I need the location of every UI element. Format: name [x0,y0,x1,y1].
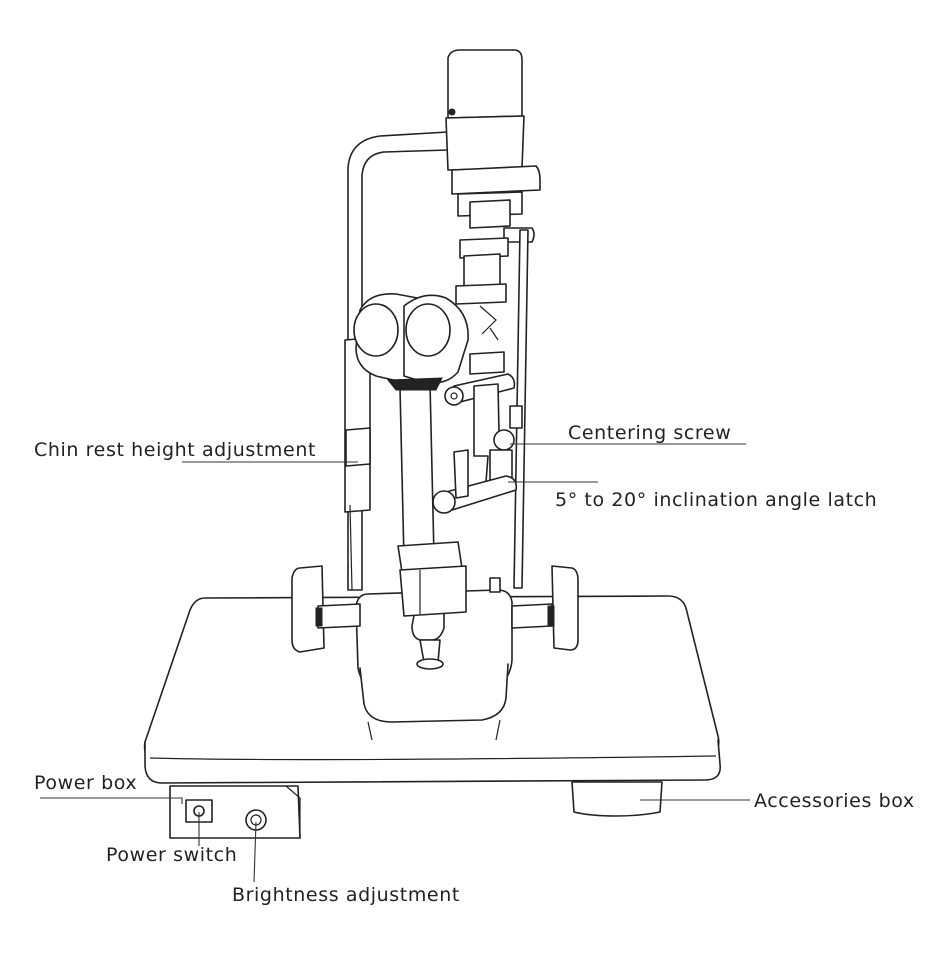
chin-rest-height-adjustment-label: Chin rest height adjustment [34,439,317,461]
leader-brightness [253,821,257,883]
leader-power-box [40,797,183,804]
leader-lines [40,443,750,883]
power-switch-label: Power switch [106,844,238,866]
accessories-box [571,781,663,817]
power-box-label: Power box [34,772,138,794]
chin-rest-frame [344,131,449,591]
illumination-tower [432,49,541,589]
power-box [169,785,301,839]
brightness-adjustment-label: Brightness adjustment [232,884,460,906]
microscope-arm [353,293,469,617]
centering-screw-label: Centering screw [568,422,732,444]
accessories-box-label: Accessories box [754,790,915,812]
inclination-angle-latch-label: 5° to 20° inclination angle latch [555,489,878,511]
